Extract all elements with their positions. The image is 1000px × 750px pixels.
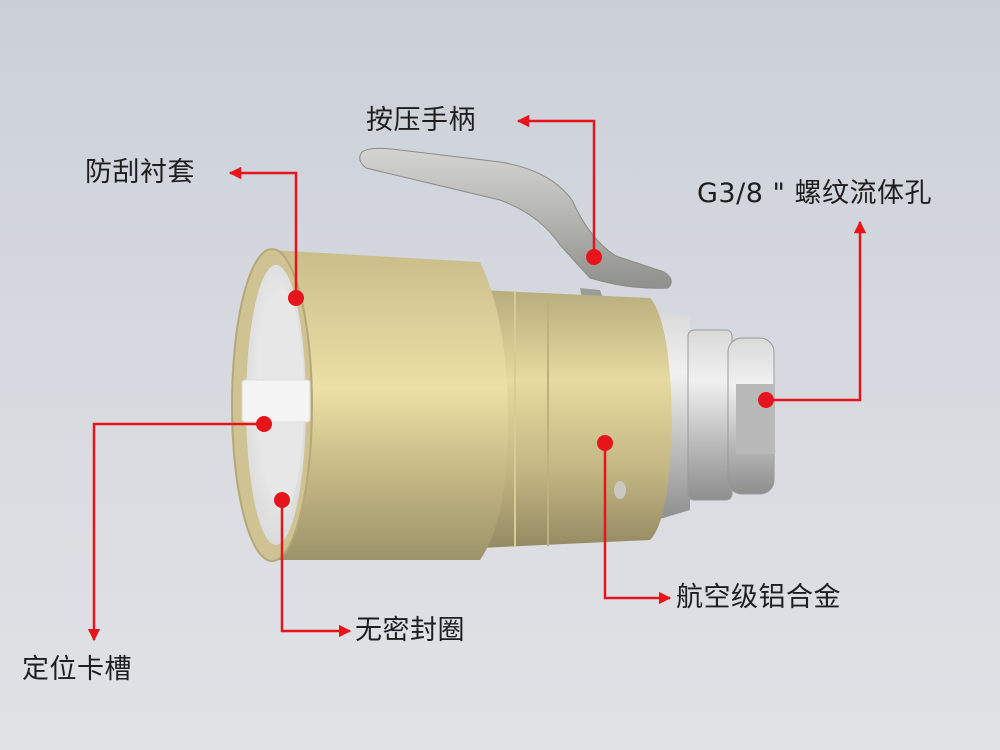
label-locating-slot: 定位卡槽	[22, 654, 132, 685]
leader-handle	[516, 114, 596, 257]
callout-dots	[256, 249, 774, 508]
label-no-seal-ring: 无密封圈	[355, 615, 465, 646]
label-press-handle: 按压手柄	[366, 105, 476, 136]
label-anti-scratch-liner: 防刮衬套	[85, 157, 195, 188]
label-fluid-port: G3/8 " 螺纹流体孔	[697, 178, 932, 209]
label-aviation-alloy: 航空级铝合金	[676, 582, 841, 613]
aluminum-body	[480, 290, 672, 548]
leader-lines	[87, 114, 867, 642]
leader-port	[766, 220, 867, 402]
leader-slot	[87, 422, 264, 642]
leader-liner	[228, 166, 298, 298]
leader-seal	[280, 500, 352, 638]
front-sleeve	[231, 248, 508, 562]
leader-alloy	[603, 443, 672, 605]
